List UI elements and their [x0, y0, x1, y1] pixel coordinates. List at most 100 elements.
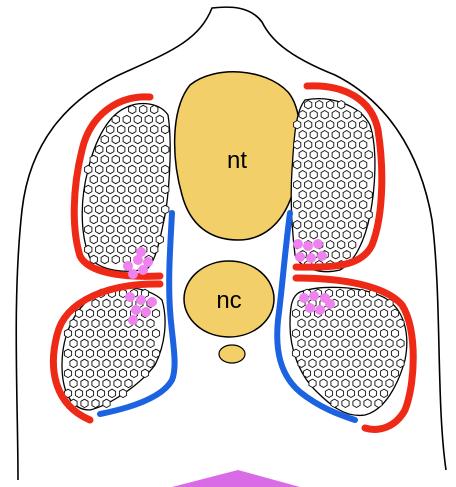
mesenchyme-cell: [369, 309, 376, 317]
mesenchyme-cell: [151, 165, 158, 173]
mesenchyme-cell: [343, 171, 350, 179]
mesenchyme-cell: [303, 369, 310, 377]
mesenchyme-cell: [321, 111, 328, 119]
mesenchyme-cell: [310, 231, 317, 239]
mesenchyme-cell: [294, 181, 301, 189]
mesenchyme-cell: [375, 299, 382, 307]
mesenchyme-cell: [338, 181, 345, 189]
mesenchyme-cell: [299, 211, 306, 219]
mesenchyme-cell: [119, 349, 126, 357]
mesenchyme-cell: [145, 115, 152, 123]
mesenchyme-cell: [156, 175, 163, 183]
mesenchyme-cell: [64, 369, 71, 377]
mesenchyme-cell: [292, 309, 299, 317]
mesenchyme-cell: [92, 359, 99, 367]
mesenchyme-cell: [321, 231, 328, 239]
mesenchyme-cell: [112, 155, 119, 163]
mesenchyme-cell: [369, 369, 376, 377]
mesenchyme-cell: [353, 319, 360, 327]
mesenchyme-cell: [353, 399, 360, 407]
mesenchyme-cell: [305, 141, 312, 149]
mesenchyme-cell: [360, 201, 367, 209]
mesenchyme-cell: [294, 161, 301, 169]
mesenchyme-cell: [375, 359, 382, 367]
mesenchyme-cell: [97, 309, 104, 317]
mesenchyme-cell: [96, 205, 103, 213]
mesenchyme-cell: [360, 161, 367, 169]
mesenchyme-cell: [86, 349, 93, 357]
mesenchyme-cell: [299, 111, 306, 119]
mesenchyme-cell: [347, 349, 354, 357]
mesenchyme-cell: [380, 309, 387, 317]
mesenchyme-cell: [119, 309, 126, 317]
mesenchyme-cell: [364, 319, 371, 327]
mesenchyme-cell: [327, 201, 334, 209]
mesenchyme-cell: [299, 171, 306, 179]
mesenchyme-cell: [96, 245, 103, 253]
mesenchyme-cell: [360, 141, 367, 149]
mesenchyme-cell: [338, 241, 345, 249]
mesenchyme-cell: [332, 251, 339, 259]
mesenchyme-cell: [85, 205, 92, 213]
mesenchyme-cell: [86, 309, 93, 317]
mesenchyme-cell: [294, 221, 301, 229]
mesenchyme-cell: [81, 379, 88, 387]
mesenchyme-cell: [123, 195, 130, 203]
mesenchyme-cell: [75, 389, 82, 397]
mesenchyme-cell: [369, 389, 376, 397]
mesenchyme-cell: [338, 141, 345, 149]
mesenchyme-cell: [320, 379, 327, 387]
mesenchyme-cell: [342, 359, 349, 367]
mesenchyme-cell: [81, 319, 88, 327]
mesenchyme-cell: [342, 399, 349, 407]
mesenchyme-cell: [108, 389, 115, 397]
mesenchyme-cell: [145, 175, 152, 183]
mesenchyme-cell: [309, 379, 316, 387]
mesenchyme-cell: [316, 221, 323, 229]
mesenchyme-cell: [81, 359, 88, 367]
mesenchyme-cell: [125, 359, 132, 367]
mesenchyme-cell: [140, 125, 147, 133]
mesenchyme-cell: [332, 231, 339, 239]
mesenchyme-cell: [92, 399, 99, 407]
mesenchyme-cell: [103, 399, 110, 407]
mesenchyme-cell: [310, 151, 317, 159]
mesenchyme-cell: [162, 205, 169, 213]
mesenchyme-cell: [327, 241, 334, 249]
mesenchyme-cell: [347, 309, 354, 317]
mesenchyme-cell: [90, 215, 97, 223]
mesenchyme-cell: [375, 399, 382, 407]
mesenchyme-cell: [145, 135, 152, 143]
mesenchyme-cell: [354, 191, 361, 199]
mesenchyme-cell: [123, 135, 130, 143]
mesenchyme-cell: [316, 181, 323, 189]
mesenchyme-cell: [129, 205, 136, 213]
mesenchyme-cell: [343, 151, 350, 159]
mesenchyme-cell: [85, 165, 92, 173]
mesenchyme-cell: [360, 181, 367, 189]
mesenchyme-cell: [343, 231, 350, 239]
mesenchyme-cell: [343, 211, 350, 219]
mesenchyme-cell: [123, 215, 130, 223]
mesenchyme-cell: [365, 131, 372, 139]
mesenchyme-cell: [298, 359, 305, 367]
mesenchyme-cell: [118, 225, 125, 233]
mesenchyme-cell: [134, 155, 141, 163]
mesenchyme-cell: [354, 171, 361, 179]
mesenchyme-cell: [118, 205, 125, 213]
mesenchyme-cell: [354, 111, 361, 119]
mesenchyme-cell: [316, 141, 323, 149]
mesenchyme-cell: [347, 389, 354, 397]
mesenchyme-cell: [151, 225, 158, 233]
mesenchyme-cell: [85, 225, 92, 233]
mesenchyme-cell: [369, 329, 376, 337]
mesenchyme-cell: [321, 131, 328, 139]
mesenchyme-cell: [107, 225, 114, 233]
mesenchyme-cell: [327, 161, 334, 169]
mesenchyme-cell: [134, 195, 141, 203]
mesenchyme-cell: [114, 299, 121, 307]
mesenchyme-cell: [331, 359, 338, 367]
mesenchyme-cell: [325, 329, 332, 337]
mesenchyme-cell: [342, 299, 349, 307]
